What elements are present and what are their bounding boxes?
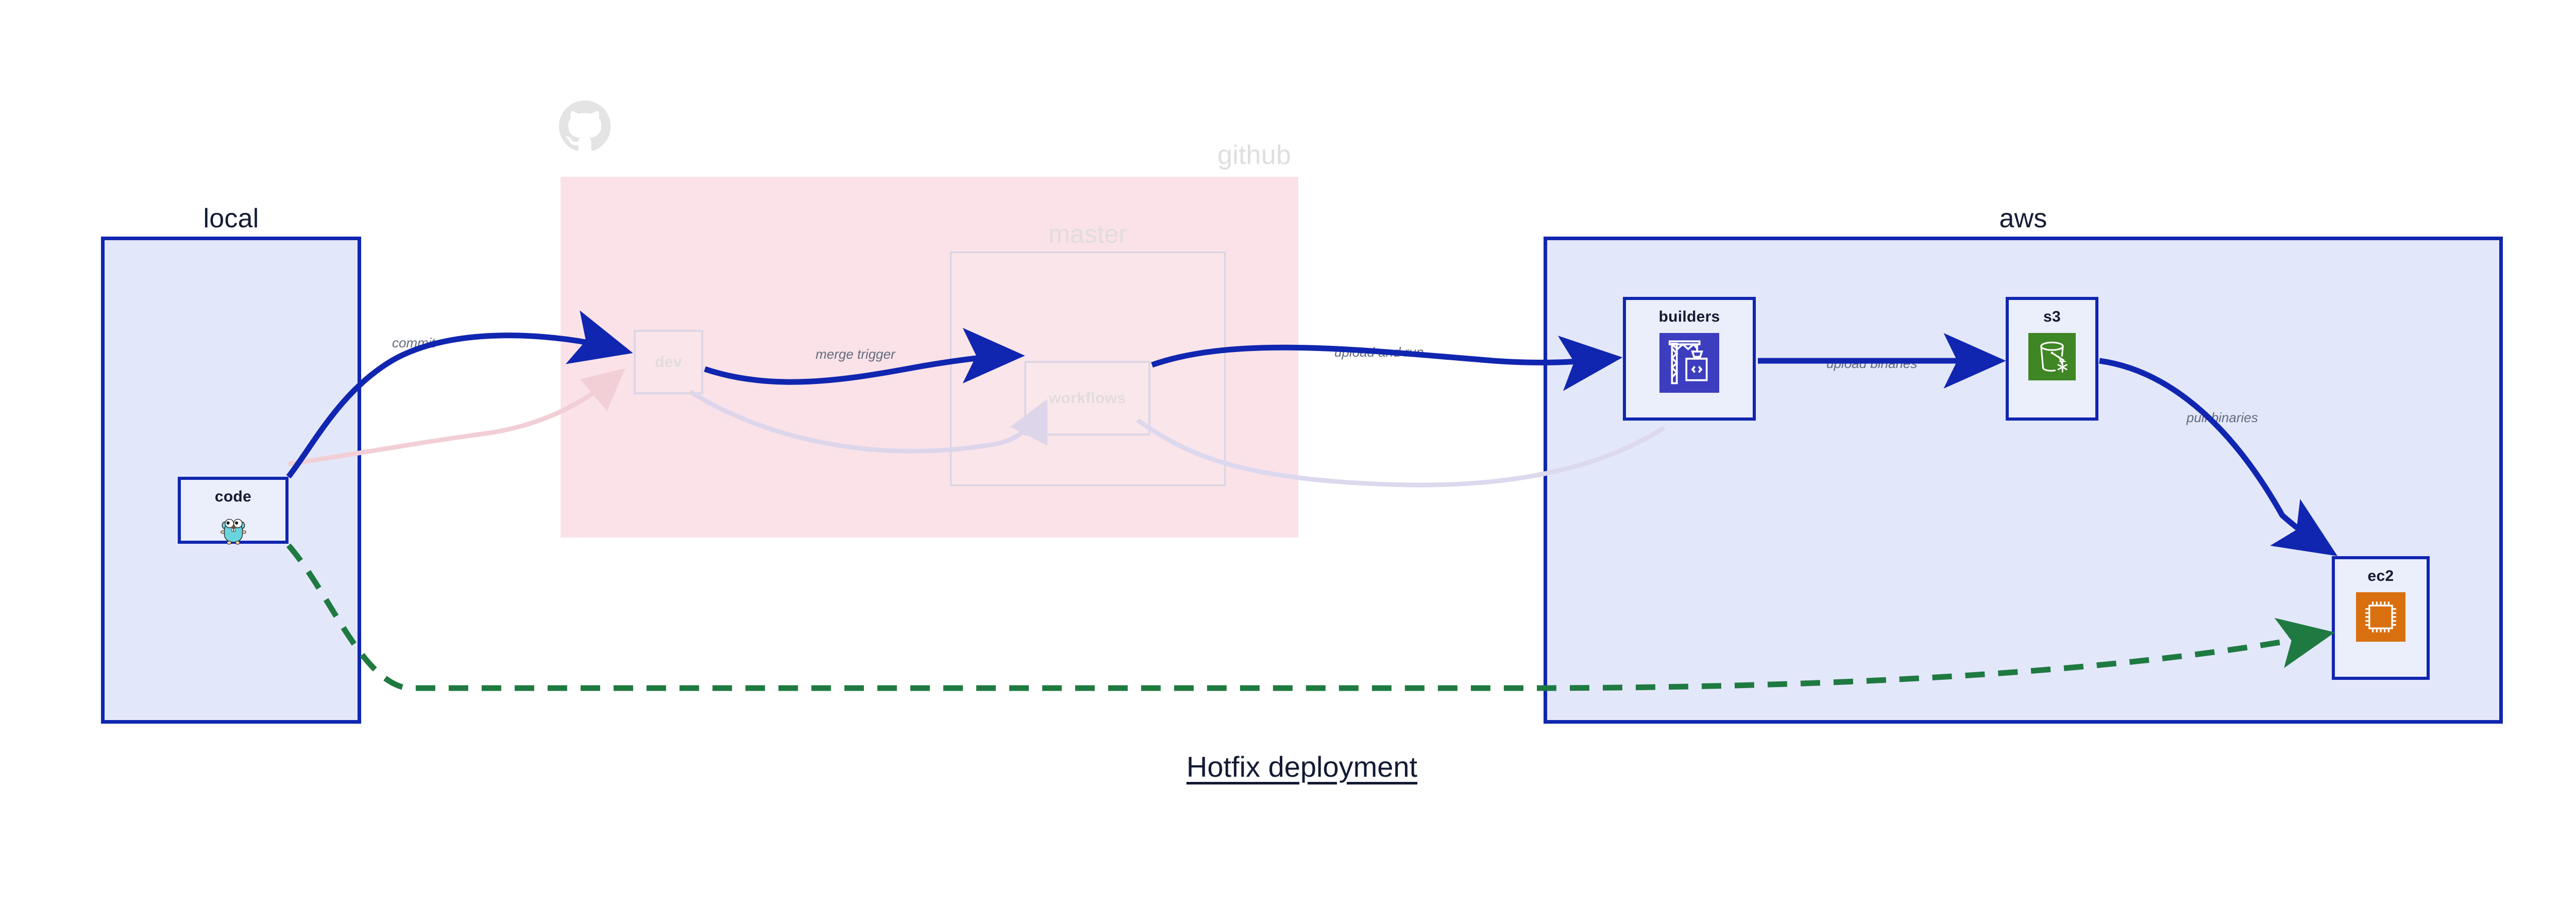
aws-ec2-icon [2356,592,2405,644]
group-local-title: local [203,204,259,233]
go-gopher-icon [217,513,249,547]
edge-label-upload-binaries: upload binaries [1826,356,1918,371]
node-code-label: code [214,488,252,505]
edge-label-merge-trigger: merge trigger [816,346,895,362]
node-builders[interactable]: builders [1623,297,1756,421]
node-builders-label: builders [1658,308,1720,325]
node-workflows[interactable]: workflows [1024,361,1150,436]
node-code[interactable]: code [178,477,289,547]
edge-label-upload-and-run: upload and run [1334,344,1424,360]
aws-s3-icon [2028,333,2076,383]
group-github-title: github [1217,140,1291,170]
edge-label-pull-binaries: pull binaries [2187,410,2258,425]
subgroup-master-title: master [1048,220,1127,248]
node-dev[interactable]: dev [634,330,703,394]
group-aws-title: aws [1999,204,2047,233]
edge-label-commit: commit [392,335,435,350]
node-s3[interactable]: s3 [2006,297,2098,421]
node-s3-label: s3 [2043,308,2061,325]
diagram-title: Hotfix deployment [1186,750,1418,783]
node-ec2[interactable]: ec2 [2332,556,2430,680]
node-dev-label: dev [655,354,682,371]
node-workflows-label: workflows [1048,390,1126,407]
aws-codebuild-icon [1659,333,1719,395]
node-ec2-label: ec2 [2367,567,2394,584]
